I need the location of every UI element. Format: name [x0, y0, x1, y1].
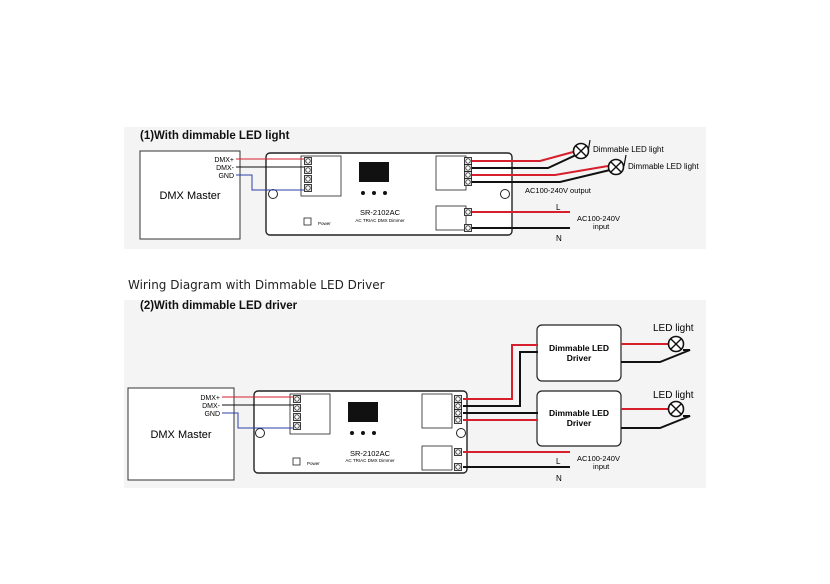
lamp2-label: Dimmable LED light	[628, 162, 699, 171]
lamp1-black-wire	[472, 154, 577, 169]
mount-hole-left-1	[268, 189, 278, 199]
line-label-2: L	[556, 457, 561, 466]
driver-label-2b: Driver	[567, 418, 592, 428]
neutral-label-2: N	[556, 474, 562, 483]
led-lamp-icon-1	[667, 335, 685, 353]
dmx-master-label-2: DMX Master	[150, 429, 211, 441]
driver1-red-wire	[463, 344, 538, 400]
driver-label-2a: Dimmable LED	[549, 408, 609, 418]
power-label-2: Power	[307, 461, 320, 466]
output-label-1: AC100-240V output	[525, 186, 592, 195]
input-voltage-label-2: AC100-240V	[577, 454, 620, 463]
led-light-label-1: LED light	[653, 323, 694, 334]
driver-label-1a: Dimmable LED	[549, 343, 609, 353]
gnd-wire-1	[236, 174, 304, 191]
button-1b[interactable]	[372, 191, 376, 195]
device-subtitle-2: AC TRIAC DMX Dimmer	[345, 458, 395, 463]
wiring-diagram-subtitle: Wiring Diagram with Dimmable LED Driver	[128, 278, 385, 292]
power-indicator-2	[292, 457, 301, 466]
dmx-minus-label-1: DMX-	[216, 165, 235, 172]
lamp2-red-wire	[472, 165, 609, 176]
dmx-master-label-1: DMX Master	[159, 190, 220, 202]
led2-black-wire	[621, 415, 691, 429]
button-2c[interactable]	[372, 431, 376, 435]
device-model-2: SR-2102AC	[350, 449, 391, 458]
section2-diagram: DMX Master DMX+ DMX- GND SR-2102AC AC TR…	[127, 323, 694, 483]
mount-hole-left-2	[255, 428, 265, 438]
output-terminal-block-2	[421, 393, 453, 429]
lamp1-red-wire	[472, 151, 574, 162]
button-1a[interactable]	[361, 191, 365, 195]
input-terminal-block-2	[421, 445, 453, 471]
power-label-1: Power	[318, 221, 331, 226]
section2-heading: (2)With dimmable LED driver	[140, 300, 298, 312]
dmx-plus-label-1: DMX+	[214, 157, 234, 164]
mount-hole-right-1	[500, 189, 510, 199]
neutral-label-1: N	[556, 234, 562, 243]
lamp2-black-wire	[472, 169, 611, 183]
gnd-label-1: GND	[218, 173, 234, 180]
power-indicator-1	[303, 217, 312, 226]
dmx-plus-label-2: DMX+	[200, 395, 220, 402]
input-label-2: input	[593, 462, 610, 471]
display-screen-1	[359, 162, 389, 182]
line-label-1: L	[556, 203, 561, 212]
driver1-black-wire	[463, 351, 538, 407]
dmx-minus-label-2: DMX-	[202, 403, 221, 410]
dmx-master-box-2	[127, 387, 235, 481]
display-screen-2	[348, 402, 378, 422]
input-voltage-label-1: AC100-240V	[577, 214, 620, 223]
led-light-label-2: LED light	[653, 390, 694, 401]
mount-hole-right-2	[456, 428, 466, 438]
button-2a[interactable]	[350, 431, 354, 435]
device-model-1: SR-2102AC	[360, 208, 401, 217]
led-driver-box-2	[536, 390, 622, 447]
input-label-1: input	[593, 222, 610, 231]
gnd-wire-2	[222, 412, 293, 429]
driver-label-1b: Driver	[567, 353, 592, 363]
led1-black-wire	[621, 349, 691, 363]
gnd-label-2: GND	[204, 411, 220, 418]
button-1c[interactable]	[383, 191, 387, 195]
lamp1-label: Dimmable LED light	[593, 145, 664, 154]
dimmable-lamp-icon-2	[607, 158, 625, 176]
dmx-master-box-1	[139, 150, 241, 240]
button-2b[interactable]	[361, 431, 365, 435]
output-terminal-block-1	[435, 155, 467, 191]
input-terminal-block-1	[435, 205, 467, 231]
led-lamp-icon-2	[667, 400, 685, 418]
section1-diagram: DMX Master DMX+ DMX- GND SR-2102AC AC TR…	[139, 139, 699, 243]
section1-heading: (1)With dimmable LED light	[140, 130, 290, 142]
dimmable-lamp-icon-1	[572, 142, 590, 160]
device-subtitle-1: AC TRIAC DMX Dimmer	[355, 218, 405, 223]
